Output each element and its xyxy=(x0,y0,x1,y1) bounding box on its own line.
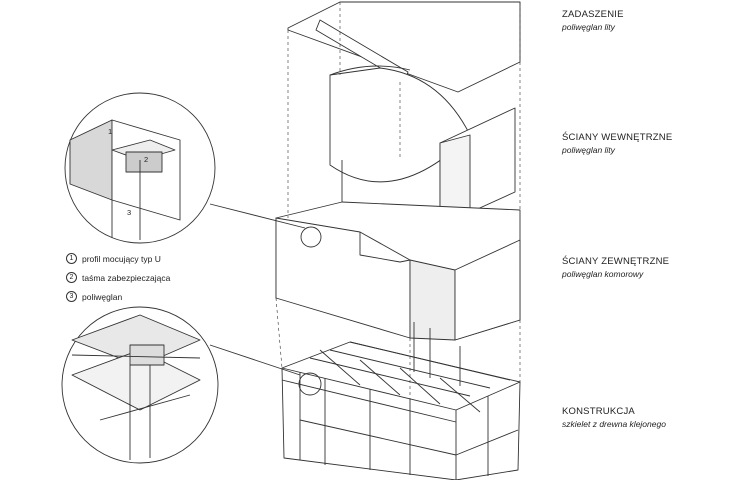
detail-number-2: 2 xyxy=(144,155,149,164)
legend-text: poliwęglan xyxy=(82,291,123,302)
alignment-lines xyxy=(275,2,521,399)
legend-text: taśma zabezpieczająca xyxy=(82,272,171,283)
outer-walls xyxy=(275,160,521,341)
label-outer-walls-title: ŚCIANY ZEWNĘTRZNE xyxy=(562,256,670,267)
label-outer-walls-subtitle: poliwęglan komorowy xyxy=(562,269,644,279)
legend-item: 1 profil mocujący typ U xyxy=(66,252,161,265)
label-structure: KONSTRUKCJA szkielet z drewna klejonego xyxy=(562,405,666,431)
legend-text: profil mocujący typ U xyxy=(82,253,161,264)
detail-circle-frame xyxy=(61,306,301,464)
detail-number-1: 1 xyxy=(108,127,113,136)
detail-marker-joint xyxy=(300,226,322,248)
label-structure-title: KONSTRUKCJA xyxy=(562,406,635,417)
legend-item: 3 poliwęglan xyxy=(66,290,122,303)
legend-number: 1 xyxy=(66,253,77,265)
legend-number: 3 xyxy=(66,291,77,303)
legend-number: 2 xyxy=(66,272,77,284)
label-inner-walls-subtitle: poliwęglan lity xyxy=(562,145,615,155)
detail-number-3: 3 xyxy=(127,208,132,217)
label-structure-subtitle: szkielet z drewna klejonego xyxy=(562,419,666,429)
label-outer-walls: ŚCIANY ZEWNĘTRZNE poliwęglan komorowy xyxy=(562,255,669,281)
timber-structure xyxy=(281,322,521,480)
label-roof: ZADASZENIE poliwęglan lity xyxy=(562,8,624,34)
legend-item: 2 taśma zabezpieczająca xyxy=(66,271,170,284)
label-roof-subtitle: poliwęglan lity xyxy=(562,22,615,32)
label-inner-walls: ŚCIANY WEWNĘTRZNE poliwęglan lity xyxy=(562,131,672,157)
detail-circle-joint xyxy=(64,92,306,244)
label-inner-walls-title: ŚCIANY WEWNĘTRZNE xyxy=(562,132,673,143)
label-roof-title: ZADASZENIE xyxy=(562,9,624,20)
inner-walls xyxy=(329,65,516,227)
detail-marker-frame xyxy=(298,372,322,396)
